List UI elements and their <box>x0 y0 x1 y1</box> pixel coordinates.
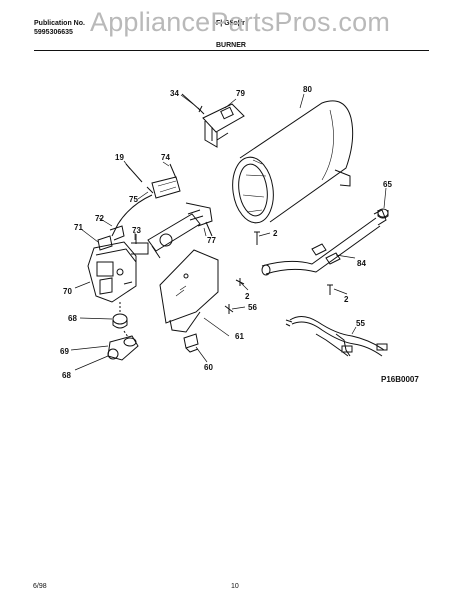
publication-number: 5995306635 <box>34 29 73 36</box>
callout-2-lower: 2 <box>344 295 349 304</box>
callout-69: 69 <box>60 347 69 356</box>
callout-19: 19 <box>115 153 124 162</box>
callout-70: 70 <box>63 287 72 296</box>
part-2-screw-tube <box>254 231 260 245</box>
part-56-screw <box>224 304 234 314</box>
header-rule <box>34 50 429 51</box>
part-79-bracket <box>202 103 245 148</box>
part-71-valve-knob <box>97 235 113 251</box>
part-68-fitting-upper <box>112 302 128 329</box>
callout-68-lower: 68 <box>62 371 71 380</box>
part-55-wire-harness <box>285 316 388 357</box>
section-title: BURNER <box>216 42 246 49</box>
part-60-clip <box>183 333 199 353</box>
callout-55: 55 <box>356 319 365 328</box>
part-73-orifice <box>131 234 149 255</box>
callout-71: 71 <box>74 223 83 232</box>
watermark: AppliancePartsPros.com <box>90 7 391 37</box>
part-80-burner-tube <box>232 100 354 224</box>
leader-lines <box>70 93 387 371</box>
callout-34: 34 <box>170 89 179 98</box>
drawing-code: P16B0007 <box>381 375 419 384</box>
callout-77: 77 <box>207 236 216 245</box>
part-61-shield <box>159 249 219 333</box>
publication-label: Publication No. <box>34 20 85 27</box>
part-77-burner <box>147 202 213 259</box>
callout-68-upper: 68 <box>68 314 77 323</box>
part-72-valve-fitting <box>109 225 125 241</box>
callout-72: 72 <box>95 214 104 223</box>
callout-56: 56 <box>248 303 257 312</box>
model-number: F| G$e(fr <box>216 20 245 27</box>
callout-60: 60 <box>204 363 213 372</box>
part-2-screw-tube-lower <box>327 284 333 295</box>
part-69-elbow <box>107 330 139 361</box>
callout-84: 84 <box>357 259 366 268</box>
part-2-screw-shield <box>235 278 245 286</box>
page-number: 10 <box>231 583 239 590</box>
part-70-gas-valve <box>87 241 137 303</box>
part-65-cap <box>377 208 389 219</box>
callout-75: 75 <box>129 195 138 204</box>
footer-date: 6/98 <box>33 583 47 590</box>
callout-74: 74 <box>161 153 170 162</box>
callout-2-shield: 2 <box>245 292 250 301</box>
callout-65: 65 <box>383 180 392 189</box>
part-74-igniter <box>151 163 181 199</box>
callout-2-tube: 2 <box>273 229 278 238</box>
part-34-screw <box>181 93 205 115</box>
part-75-igniter-wire <box>111 186 154 237</box>
callout-61: 61 <box>235 332 244 341</box>
part-84-gas-tube <box>261 209 387 276</box>
callout-80: 80 <box>303 85 312 94</box>
callout-79: 79 <box>236 89 245 98</box>
callout-73: 73 <box>132 226 141 235</box>
